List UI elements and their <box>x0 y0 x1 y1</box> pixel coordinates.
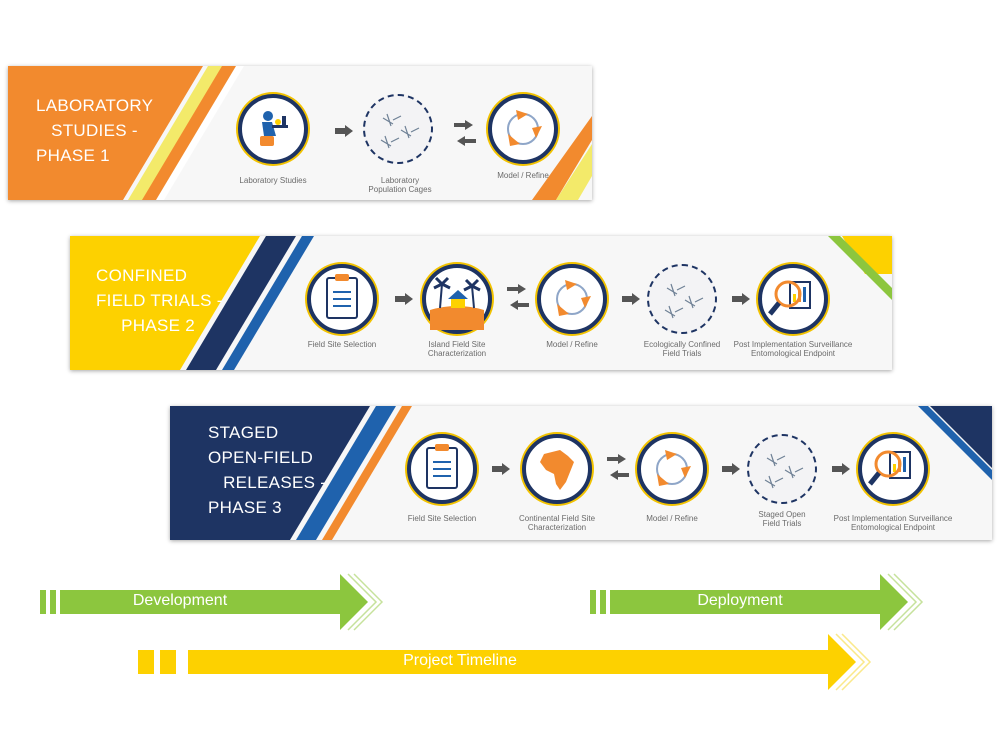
p2-model-label: Model / Refine <box>546 340 598 349</box>
clipboard-checklist-icon <box>426 444 458 489</box>
p2-field-site-label: Field Site Selection <box>307 340 377 349</box>
arrow-right-icon <box>832 463 850 475</box>
phase-2-panel: CONFINED FIELD TRIALS - PHASE 2 Field Si… <box>70 236 892 370</box>
mosquito-cage-icon <box>664 283 704 319</box>
p3-field-site-label: Field Site Selection <box>407 514 477 523</box>
deployment-label: Deployment <box>697 592 783 609</box>
p2-confined-trials-label: Ecologically Confined Field Trials <box>643 340 721 358</box>
p3-staged-trials-step <box>747 434 817 504</box>
phase-1-banner-shape <box>8 66 592 200</box>
magnifier-report-icon <box>768 280 811 316</box>
phase-1-title: LABORATORY STUDIES - PHASE 1 <box>36 96 154 165</box>
p3-field-site-step <box>407 434 477 504</box>
clipboard-checklist-icon <box>326 274 358 319</box>
cycle-arrows-icon <box>507 110 542 146</box>
deployment-arrow <box>590 573 924 631</box>
bidirectional-arrows-icon <box>454 120 476 146</box>
arrow-right-icon <box>732 293 750 305</box>
phase-3-banner-shape <box>170 406 992 540</box>
p3-staged-trials-label: Staged Open Field Trials <box>758 510 806 528</box>
p3-model-label: Model / Refine <box>646 514 698 523</box>
magnifier-report-icon <box>868 450 911 486</box>
p2-field-site-step <box>307 264 377 334</box>
lab-model-step <box>488 94 558 164</box>
arrow-right-icon <box>492 463 510 475</box>
bidirectional-arrows-icon <box>507 284 529 310</box>
p2-confined-trials-step <box>647 264 717 334</box>
africa-map-icon <box>540 450 574 490</box>
p3-surveillance-label: Post Implementation Surveillance Entomol… <box>833 514 953 532</box>
p3-continental-label: Continental Field Site Characterization <box>518 514 596 532</box>
p3-surveillance-step <box>858 434 928 504</box>
development-arrow <box>40 573 384 631</box>
arrow-right-icon <box>622 293 640 305</box>
phase-1-panel: LABORATORY STUDIES - PHASE 1 Laboratory … <box>8 66 592 200</box>
p2-surveillance-label: Post Implementation Surveillance Entomol… <box>733 340 853 358</box>
cycle-arrows-icon <box>556 280 591 316</box>
arrow-right-icon <box>335 125 353 137</box>
project-timeline-label: Project Timeline <box>403 652 517 669</box>
p2-island-label: Island Field Site Characterization <box>427 340 487 358</box>
mosquito-cage-icon <box>380 113 420 149</box>
project-timeline-arrow <box>138 633 872 691</box>
arrow-right-icon <box>722 463 740 475</box>
lab-studies-label: Laboratory Studies <box>239 176 307 185</box>
lab-cages-label: Laboratory Population Cages <box>368 176 432 194</box>
p2-model-step <box>537 264 607 334</box>
p3-continental-step <box>522 434 592 504</box>
lab-cages-step <box>363 94 433 164</box>
p2-island-step <box>422 264 492 334</box>
mosquito-cage-icon <box>764 453 804 489</box>
lab-studies-step <box>238 94 308 164</box>
phase-3-panel: STAGED OPEN-FIELD RELEASES - PHASE 3 Fie… <box>170 406 992 540</box>
development-label: Development <box>132 592 228 609</box>
cycle-arrows-icon <box>656 450 691 486</box>
bidirectional-arrows-icon <box>607 454 629 480</box>
phase-2-title: CONFINED FIELD TRIALS - PHASE 2 <box>96 266 223 335</box>
p2-surveillance-step <box>758 264 828 334</box>
lab-scientist-icon <box>260 111 288 146</box>
lab-model-label: Model / Refine <box>497 171 549 180</box>
phase-3-title: STAGED OPEN-FIELD RELEASES - PHASE 3 <box>208 423 327 517</box>
phase-2-banner-shape <box>70 236 892 370</box>
island-palm-icon <box>430 276 484 330</box>
p3-model-step <box>637 434 707 504</box>
arrow-right-icon <box>395 293 413 305</box>
